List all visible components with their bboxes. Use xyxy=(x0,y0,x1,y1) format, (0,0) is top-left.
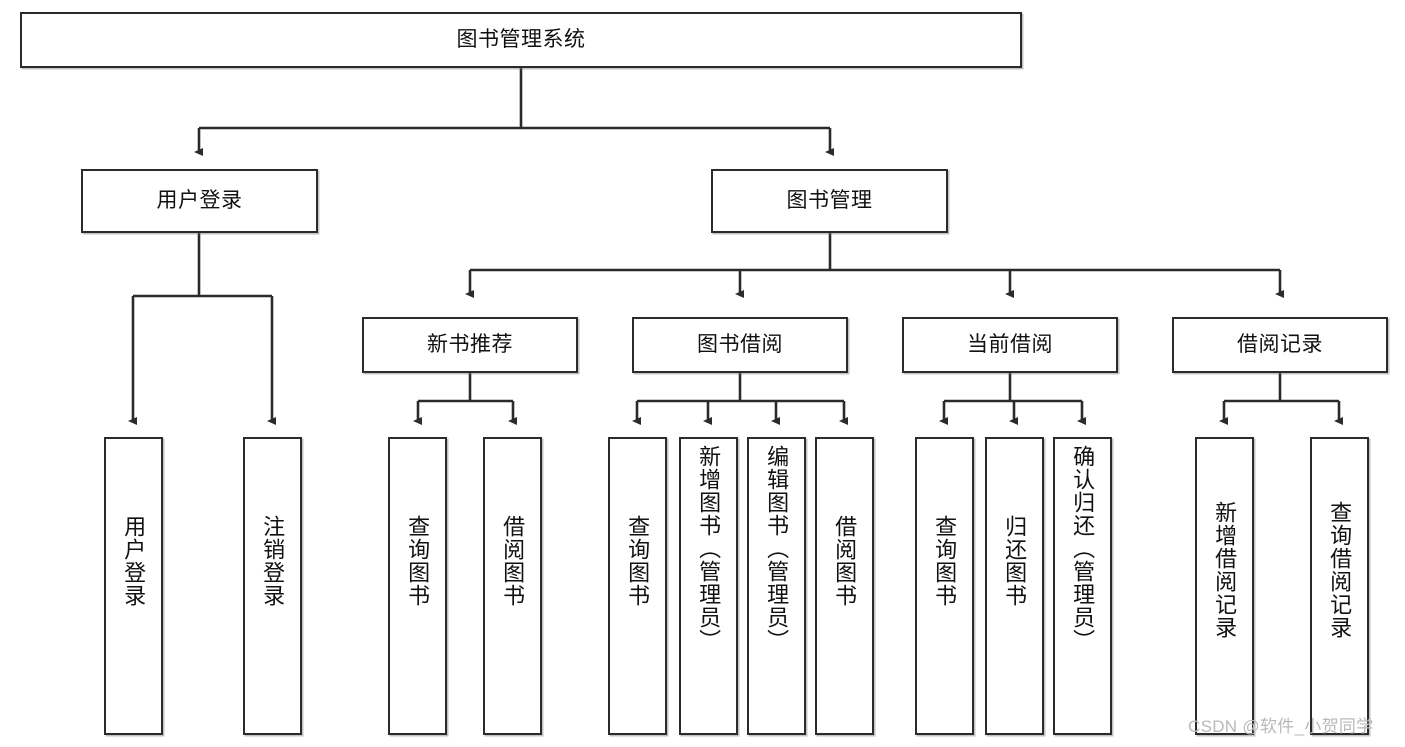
node-leaf-add-record[interactable]: 新增借阅记录 xyxy=(1195,437,1254,735)
node-user-login[interactable]: 用户登录 xyxy=(81,169,318,233)
node-root[interactable]: 图书管理系统 xyxy=(20,12,1022,68)
node-leaf-confirm-return-label: 确认归还（管理员） xyxy=(1070,445,1096,652)
node-leaf-user-logout-label: 注销登录 xyxy=(260,515,286,607)
node-leaf-query-record-label: 查询借阅记录 xyxy=(1327,501,1353,639)
node-current-borrow-label: 当前借阅 xyxy=(967,332,1053,356)
node-leaf-add-record-label: 新增借阅记录 xyxy=(1212,501,1238,639)
node-root-label: 图书管理系统 xyxy=(456,27,586,51)
node-book-manage-label: 图书管理 xyxy=(786,188,873,212)
node-leaf-add-book-label: 新增图书（管理员） xyxy=(696,445,722,652)
node-borrow-record-label: 借阅记录 xyxy=(1237,332,1323,356)
node-leaf-return-book[interactable]: 归还图书 xyxy=(985,437,1044,735)
node-user-login-label: 用户登录 xyxy=(156,188,243,212)
node-leaf-return-book-label: 归还图书 xyxy=(1002,515,1028,607)
node-borrow-record[interactable]: 借阅记录 xyxy=(1172,317,1388,373)
node-leaf-query-book-3-label: 查询图书 xyxy=(932,515,958,607)
node-leaf-edit-book-label: 编辑图书（管理员） xyxy=(764,445,790,652)
node-leaf-user-login[interactable]: 用户登录 xyxy=(104,437,163,735)
node-leaf-query-book-3[interactable]: 查询图书 xyxy=(915,437,974,735)
node-leaf-query-book-2-label: 查询图书 xyxy=(625,515,651,607)
node-leaf-borrow-book-2[interactable]: 借阅图书 xyxy=(815,437,874,735)
node-leaf-query-book-1-label: 查询图书 xyxy=(405,515,431,607)
node-leaf-edit-book[interactable]: 编辑图书（管理员） xyxy=(747,437,806,735)
node-book-borrow[interactable]: 图书借阅 xyxy=(632,317,848,373)
watermark: CSDN @软件_小贺同学 xyxy=(1188,717,1374,736)
node-book-manage[interactable]: 图书管理 xyxy=(711,169,948,233)
node-leaf-user-login-label: 用户登录 xyxy=(121,515,147,607)
node-leaf-confirm-return[interactable]: 确认归还（管理员） xyxy=(1053,437,1112,735)
node-leaf-borrow-book-2-label: 借阅图书 xyxy=(832,515,858,607)
node-leaf-borrow-book-1-label: 借阅图书 xyxy=(500,515,526,607)
node-new-book-recommend[interactable]: 新书推荐 xyxy=(362,317,578,373)
node-leaf-user-logout[interactable]: 注销登录 xyxy=(243,437,302,735)
node-leaf-query-book-1[interactable]: 查询图书 xyxy=(388,437,447,735)
node-leaf-query-book-2[interactable]: 查询图书 xyxy=(608,437,667,735)
node-leaf-add-book[interactable]: 新增图书（管理员） xyxy=(679,437,738,735)
node-leaf-borrow-book-1[interactable]: 借阅图书 xyxy=(483,437,542,735)
node-new-book-recommend-label: 新书推荐 xyxy=(427,332,513,356)
node-leaf-query-record[interactable]: 查询借阅记录 xyxy=(1310,437,1369,735)
node-current-borrow[interactable]: 当前借阅 xyxy=(902,317,1118,373)
node-book-borrow-label: 图书借阅 xyxy=(697,332,783,356)
